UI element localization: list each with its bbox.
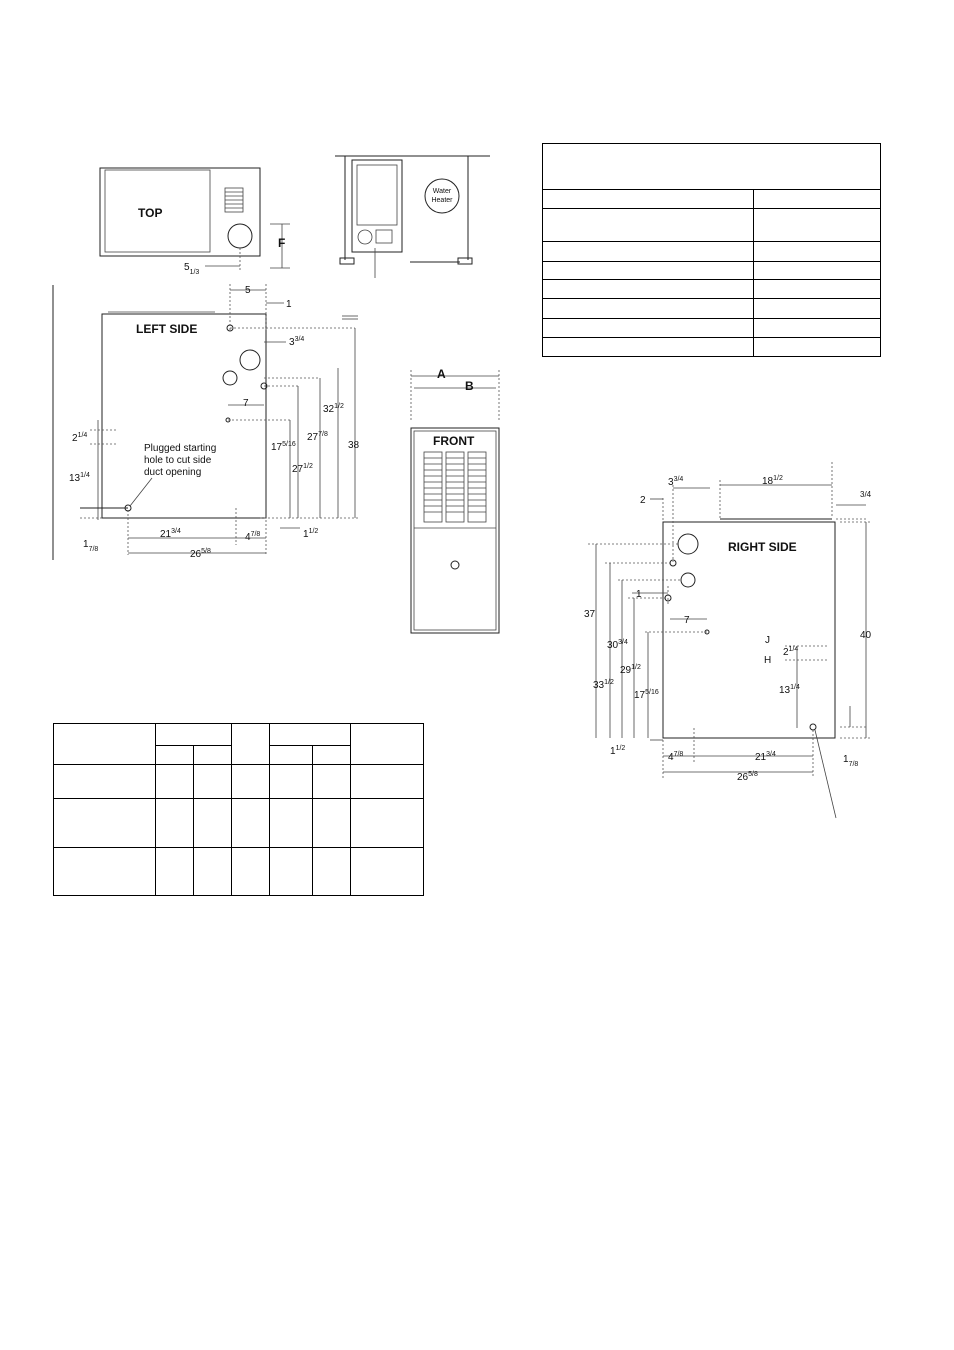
left-dim-5: 5 — [245, 285, 251, 296]
front-louver-panel — [423, 451, 487, 523]
right-dim-30-3-4: 303/4 — [607, 639, 628, 651]
left-dim-4-7-8: 47/8 — [245, 531, 260, 543]
right-dim-1: 1 — [636, 589, 642, 600]
table-row — [52, 723, 424, 765]
left-dim-3-3-4: 33/4 — [289, 336, 304, 348]
left-note-line-1: Plugged starting — [144, 443, 216, 454]
right-dim-2: 2 — [640, 495, 646, 506]
front-view-label: FRONT — [433, 434, 475, 448]
right-dim-4-7-8: 47/8 — [668, 751, 683, 763]
right-dim-18-1-2: 181/2 — [762, 475, 783, 487]
table-row — [52, 764, 424, 799]
right-dim-13-1-4: 131/4 — [779, 684, 800, 696]
table-row — [542, 189, 881, 209]
left-dim-2-1-4: 21/4 — [72, 432, 87, 444]
dim-f-label: F — [278, 236, 285, 250]
dim-top-offset: 51/3 — [184, 262, 199, 276]
front-dim-b: B — [465, 379, 474, 393]
left-dim-13-1-4: 131/4 — [69, 472, 90, 484]
table-row — [52, 847, 424, 896]
right-dim-37: 37 — [584, 609, 596, 620]
left-dim-38: 38 — [348, 440, 360, 451]
right-dim-40: 40 — [860, 630, 872, 641]
left-dim-27-7-8: 277/8 — [307, 431, 328, 443]
left-dim-7: 7 — [243, 398, 249, 409]
table-row — [542, 318, 881, 338]
right-dim-j: J — [765, 635, 770, 646]
spec-table-left — [52, 723, 424, 896]
right-side-view: RIGHT SIDE 2 33/4 181/2 3/4 40 37 331/2 … — [584, 462, 872, 819]
top-vent-grille — [224, 187, 244, 213]
left-dim-32-1-2: 321/2 — [323, 403, 344, 415]
left-dim-1-1-2: 11/2 — [303, 528, 318, 540]
right-dim-29-1-2: 291/2 — [620, 664, 641, 676]
left-dim-1-7-8: 17/8 — [83, 539, 98, 553]
table-row — [542, 241, 881, 262]
left-side-label: LEFT SIDE — [136, 322, 197, 336]
table-row — [542, 279, 881, 299]
left-note-line-2: hole to cut side — [144, 455, 212, 466]
spec-table-right — [542, 143, 881, 357]
right-dim-1-7-8: 17/8 — [843, 754, 858, 768]
left-dim-17-5-16: 175/16 — [271, 441, 296, 453]
left-side-view: LEFT SIDE 5 1 33/4 7 38 321/2 277/8 271/… — [52, 284, 360, 560]
right-dim-2-1-4: 21/4 — [783, 646, 798, 658]
table-row — [542, 208, 881, 242]
left-dim-1: 1 — [286, 299, 292, 310]
left-dim-21-3-4: 213/4 — [160, 528, 181, 540]
right-dim-3-4: 3/4 — [860, 490, 872, 499]
right-dim-17-5-16: 175/16 — [634, 689, 659, 701]
right-dim-h: H — [764, 655, 771, 666]
table-row — [52, 798, 424, 848]
right-dim-21-3-4: 213/4 — [755, 751, 776, 763]
right-dim-1-1-2: 11/2 — [610, 745, 625, 757]
left-dim-26-5-8: 265/8 — [190, 548, 211, 560]
table-row — [54, 744, 424, 766]
water-heater-view: Water Heater — [335, 155, 490, 278]
water-heater-label-2: Heater — [431, 197, 453, 204]
top-view: TOP F 51/3 — [99, 167, 290, 276]
right-dim-26-5-8: 265/8 — [737, 771, 758, 783]
right-side-label: RIGHT SIDE — [728, 540, 797, 554]
water-heater-label-1: Water — [433, 188, 452, 195]
left-note-line-3: duct opening — [144, 467, 201, 478]
table-row — [542, 261, 881, 280]
front-view: A B FRONT — [410, 367, 500, 634]
left-dim-27-1-2: 271/2 — [292, 463, 313, 475]
table-row — [542, 143, 881, 190]
front-panel-knob — [450, 560, 460, 570]
right-dim-7: 7 — [684, 615, 690, 626]
right-dim-33-1-2: 331/2 — [593, 679, 614, 691]
top-flue-opening — [227, 223, 253, 249]
table-row — [542, 337, 881, 357]
water-heater-opening — [357, 229, 373, 245]
table-row — [542, 298, 881, 319]
top-view-label: TOP — [138, 206, 162, 220]
right-dim-3-3-4: 33/4 — [668, 476, 683, 488]
front-dim-a: A — [437, 367, 446, 381]
